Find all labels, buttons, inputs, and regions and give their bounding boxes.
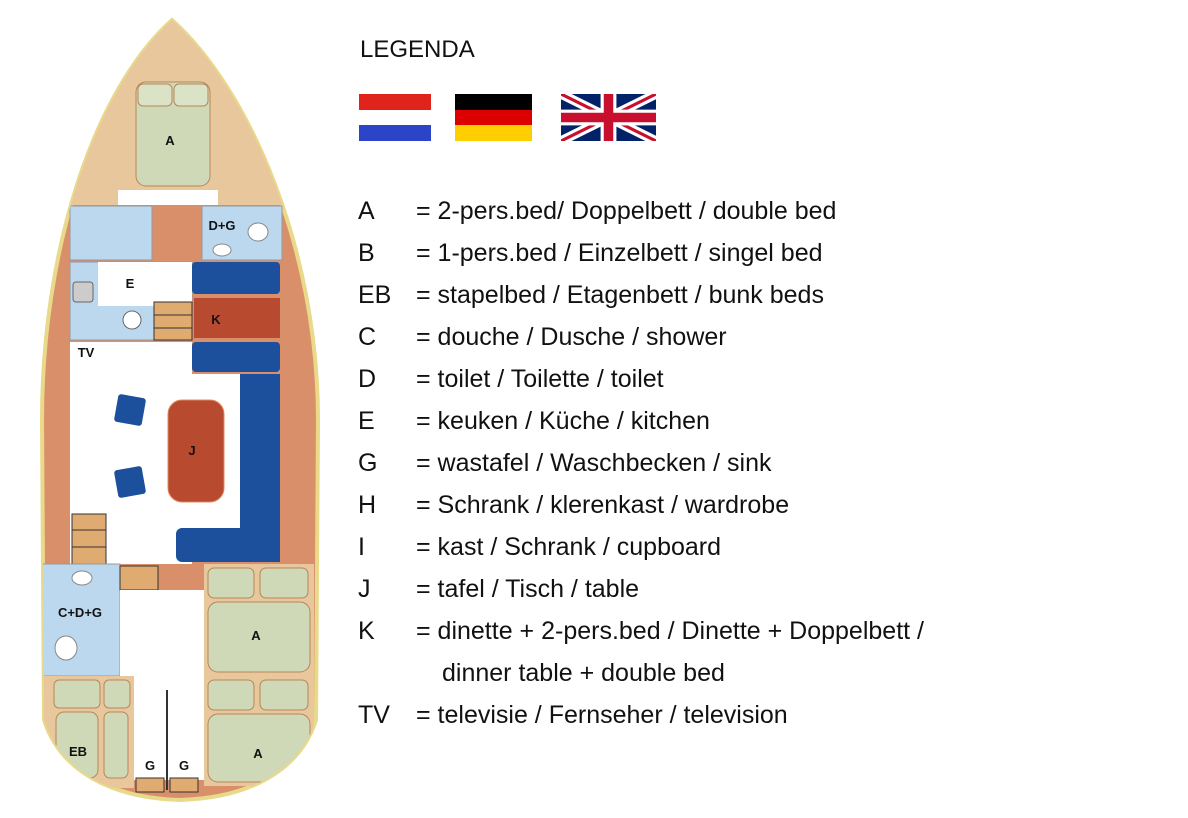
sink-icon: [135, 777, 165, 793]
dinette-seat-aft: [192, 342, 280, 372]
stairs-forward: [153, 301, 193, 341]
legend-code: D: [358, 365, 377, 393]
legend-code: B: [358, 239, 375, 267]
legend-item: D = toilet / Toilette / toilet: [358, 358, 924, 400]
table-label: J: [188, 443, 195, 458]
sink2-label: G: [179, 758, 189, 773]
legend-code: I: [358, 533, 365, 561]
aft-cabin-1-double-bed: A: [204, 564, 314, 676]
legend-item: A = 2-pers.bed/ Doppelbett / double bed: [358, 190, 924, 232]
legend-code: G: [358, 449, 378, 477]
sink-icon: [212, 243, 232, 257]
head-aft-label: C+D+G: [58, 605, 102, 620]
sink-icon: [71, 570, 93, 586]
legend-item: K = dinette + 2-pers.bed / Dinette + Dopp…: [358, 610, 924, 652]
legend-item: E = keuken / Küche / kitchen: [358, 400, 924, 442]
legend-code: C: [358, 323, 377, 351]
legend-code: J: [358, 575, 371, 603]
legend-item: J = tafel / Tisch / table: [358, 568, 924, 610]
bow-double-bed: A: [135, 81, 211, 187]
cabin2-label: A: [253, 746, 263, 761]
saloon-seat-base: [176, 528, 280, 562]
tv-label: TV: [78, 345, 95, 360]
legend-description: = 2-pers.bed/ Doppelbett / double bed: [416, 197, 837, 225]
bunk-label: EB: [69, 744, 87, 759]
legend-item: C = douche / Dusche / shower: [358, 316, 924, 358]
chair-icon: [114, 466, 146, 498]
legend-description: = toilet / Toilette / toilet: [416, 365, 664, 393]
legend-description: = keuken / Küche / kitchen: [416, 407, 710, 435]
saloon-table: [167, 399, 225, 503]
legend-item: B = 1-pers.bed / Einzelbett / singel bed: [358, 232, 924, 274]
dinette-label: K: [211, 312, 221, 327]
legend-item: H = Schrank / klerenkast / wardrobe: [358, 484, 924, 526]
legend-description-continuation: dinner table + double bed: [442, 659, 725, 687]
flag-germany-icon: [455, 94, 532, 141]
galley-sink-icon: [122, 310, 142, 330]
aft-cabin-2-double-bed: A: [204, 676, 314, 786]
stove-icon: [72, 281, 94, 303]
legend-item: I = kast / Schrank / cupboard: [358, 526, 924, 568]
bunk-beds: EB: [42, 676, 134, 788]
legend-code: A: [358, 197, 375, 225]
head-forward-label: D+G: [208, 218, 235, 233]
legend-code: K: [358, 617, 375, 645]
sink1-label: G: [145, 758, 155, 773]
stairs-saloon: [71, 513, 107, 565]
legend-item: TV = televisie / Fernseher / television: [358, 694, 924, 736]
legend-description: = wastafel / Waschbecken / sink: [416, 449, 772, 477]
flag-netherlands-icon: [359, 94, 431, 141]
legend-description: = 1-pers.bed / Einzelbett / singel bed: [416, 239, 823, 267]
legend-description: = tafel / Tisch / table: [416, 575, 640, 603]
legend-title: LEGENDA: [360, 36, 475, 63]
legend-code: EB: [358, 281, 392, 309]
legend-description: = stapelbed / Etagenbett / bunk beds: [416, 281, 824, 309]
legend-description: = televisie / Fernseher / television: [416, 701, 788, 729]
dinette-seat-fwd: [192, 262, 280, 294]
toilet-icon: [247, 222, 269, 242]
legend-item: EB = stapelbed / Etagenbett / bunk beds: [358, 274, 924, 316]
dinette-table: [194, 298, 280, 338]
legend-description: = douche / Dusche / shower: [416, 323, 727, 351]
legend-description: = kast / Schrank / cupboard: [416, 533, 722, 561]
bow-bed-label: A: [165, 133, 175, 148]
flag-uk-icon: [561, 94, 656, 141]
legend-description: = Schrank / klerenkast / wardrobe: [416, 491, 790, 519]
galley-label: E: [126, 276, 135, 291]
toilet-icon: [54, 635, 78, 661]
legend-description: = dinette + 2-pers.bed / Dinette + Doppe…: [416, 617, 924, 645]
shower-area-forward: [69, 205, 153, 261]
sink-icon: [169, 777, 199, 793]
legend-code: H: [358, 491, 377, 519]
legend-item: G = wastafel / Waschbecken / sink: [358, 442, 924, 484]
legend-code: E: [358, 407, 375, 435]
cabin1-label: A: [251, 628, 261, 643]
stairs-aft: [119, 565, 159, 591]
boat-floor-plan: A D+G E K TV J C+D+G: [39, 17, 321, 803]
chair-icon: [114, 394, 146, 426]
legend-code: TV: [358, 701, 390, 729]
